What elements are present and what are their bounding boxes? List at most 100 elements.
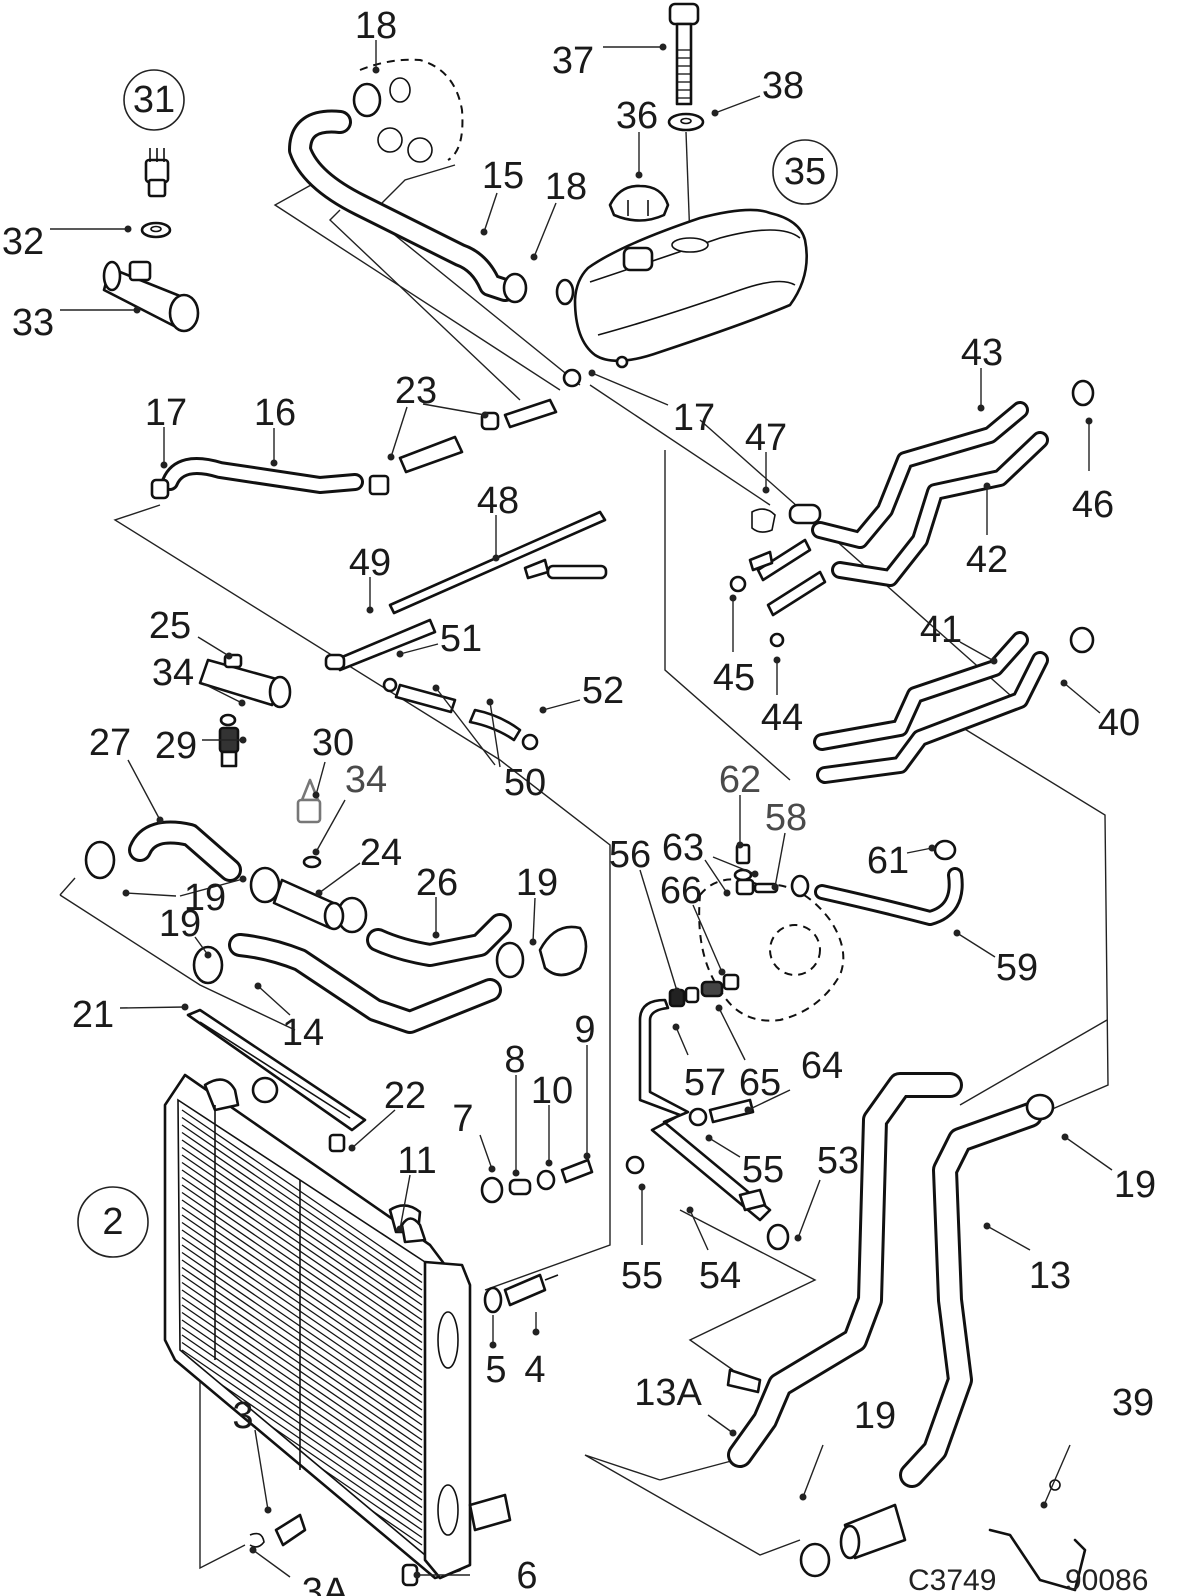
leader-line (351, 1109, 396, 1149)
leader-dot (530, 253, 538, 261)
assembly-circle-2 (77, 1186, 149, 1258)
leader-dot (723, 889, 731, 897)
leader-line (692, 904, 723, 973)
leader-line (252, 1549, 291, 1578)
leader-dot (249, 1546, 257, 1554)
leader-dot (773, 656, 781, 664)
part-label-52: 52 (582, 670, 624, 712)
part-label-29: 29 (155, 725, 197, 767)
part-label-34: 34 (152, 652, 194, 694)
part-30-sender (296, 778, 322, 824)
part-label-25: 25 (149, 605, 191, 647)
assembly-label-2: 2 (102, 1201, 123, 1243)
leader-dot (481, 411, 489, 419)
assembly-label-35: 35 (784, 151, 826, 193)
part-21-radiator-support (186, 1008, 367, 1132)
leader-dot (672, 1023, 680, 1031)
part-43-heater-hose (811, 401, 1029, 549)
part-32-seal (140, 221, 172, 239)
leader-line (591, 372, 669, 406)
part-label-19: 19 (159, 903, 201, 945)
part-23-connector-pipes (368, 368, 582, 496)
part-61-clip (790, 839, 957, 898)
part-39-bracket (988, 1479, 1087, 1592)
part-label-59: 59 (996, 947, 1038, 989)
part-45-clip (729, 575, 747, 593)
leader-dot (512, 1169, 520, 1177)
part-label-62: 62 (719, 759, 761, 801)
part-label-13: 13 (1029, 1255, 1071, 1297)
leader-dot (532, 1328, 540, 1336)
leader-dot (372, 66, 380, 74)
part-label-13a: 13A (634, 1372, 702, 1414)
leader-line (718, 1007, 746, 1061)
leader-dot (413, 1571, 421, 1579)
leader-line (956, 932, 996, 958)
part-label-14: 14 (282, 1012, 324, 1054)
leader-dot (492, 554, 500, 562)
part-label-15: 15 (482, 155, 524, 197)
part-14-upper-hose (228, 933, 502, 1034)
leader-dot (659, 43, 667, 51)
part-46-clips (1069, 379, 1095, 654)
part-label-17: 17 (673, 397, 715, 439)
part-label-66: 66 (660, 870, 702, 912)
part-label-47: 47 (745, 417, 787, 459)
part-label-45: 45 (713, 657, 755, 699)
leader-line (318, 862, 361, 894)
leader-dot (312, 791, 320, 799)
leader-line (422, 403, 486, 416)
leader-dot (489, 1341, 497, 1349)
leader-line (489, 701, 501, 768)
leader-line (639, 869, 678, 992)
leader-line (707, 1414, 734, 1434)
part-37-bolt (668, 2, 700, 106)
leader-dot (1060, 679, 1068, 687)
leader-dot (673, 987, 681, 995)
leader-line (254, 1429, 269, 1511)
part-label-37: 37 (552, 40, 594, 82)
part-label-49: 49 (349, 542, 391, 584)
leader-line (714, 95, 761, 114)
leader-line (797, 1179, 821, 1239)
part-55-nuts (625, 1107, 708, 1175)
part-label-53: 53 (817, 1140, 859, 1182)
part-41-heater-hose (813, 631, 1029, 751)
leader-dot (1061, 1133, 1069, 1141)
part-label-48: 48 (477, 480, 519, 522)
part-label-8: 8 (504, 1039, 525, 1081)
part-13a-lower-hose (726, 1072, 963, 1468)
part-label-3: 3 (232, 1395, 253, 1437)
leader-dot (239, 875, 247, 883)
part-label-54: 54 (699, 1255, 741, 1297)
leader-dot (396, 1225, 404, 1233)
thermostat-cover (538, 925, 588, 977)
part-label-27: 27 (89, 722, 131, 764)
part-36-filler-cap (608, 184, 670, 222)
leader-line (197, 636, 230, 657)
part-label-21: 21 (72, 994, 114, 1036)
part-15-hose (288, 109, 517, 302)
leader-dot (312, 848, 320, 856)
leader-dot (711, 109, 719, 117)
leader-line (986, 1225, 1031, 1251)
assembly-circle-31 (123, 69, 185, 131)
part-31-sensor (144, 148, 170, 198)
part-29-sender (218, 726, 240, 768)
part-49-pipe (324, 618, 437, 672)
leader-line (542, 699, 581, 711)
part-19-clamps-upper (84, 840, 525, 985)
reference-code: C3749 (908, 1564, 996, 1596)
leader-line (435, 687, 496, 766)
part-label-18: 18 (355, 5, 397, 47)
part-33-t-piece (102, 260, 200, 333)
part-label-10: 10 (531, 1070, 573, 1112)
leader-dot (744, 1106, 752, 1114)
part-26-hose (366, 913, 512, 967)
heater-connector-pipes (748, 503, 827, 617)
reference-number: 90086 (1065, 1564, 1148, 1596)
part-label-42: 42 (966, 539, 1008, 581)
leader-dot (1085, 417, 1093, 425)
part-2-radiator (163, 1073, 512, 1580)
